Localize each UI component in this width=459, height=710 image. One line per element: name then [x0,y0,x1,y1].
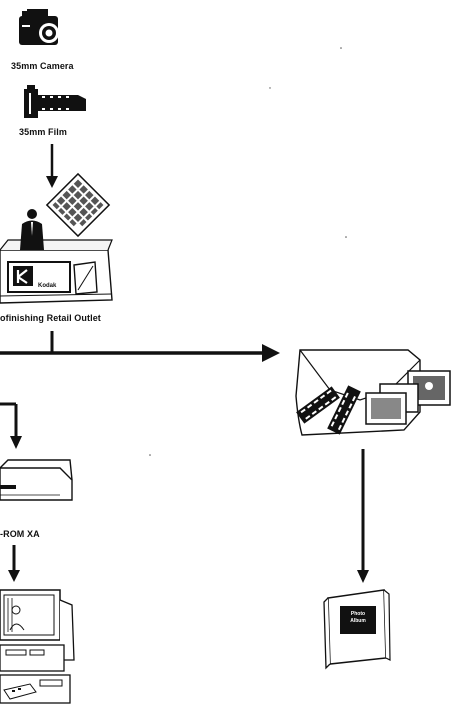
film-label: 35mm Film [19,127,67,137]
arrow-prints-to-album [357,449,369,583]
cdrom-player-illustration [0,459,73,501]
main-flow-arrow [0,331,280,362]
arrow-film-to-retail [46,144,58,188]
film-icon [24,85,86,118]
retail-outlet-label: ofinishing Retail Outlet [0,313,101,323]
cdrom-label: -ROM XA [0,529,40,539]
kodak-brand-text: Kodak [38,283,57,289]
scan-specks [149,47,347,456]
photo-album-illustration [323,589,391,670]
camera-label: 35mm Camera [11,61,74,71]
arrow-cdrom-to-tv [8,545,20,582]
camera-icon [19,9,59,45]
branch-to-cdrom [0,402,22,449]
retail-outlet-illustration [0,172,113,304]
tv-system-illustration [0,589,75,704]
album-cover-text: Photo Album [350,611,366,624]
prints-and-negatives-illustration [295,349,451,436]
